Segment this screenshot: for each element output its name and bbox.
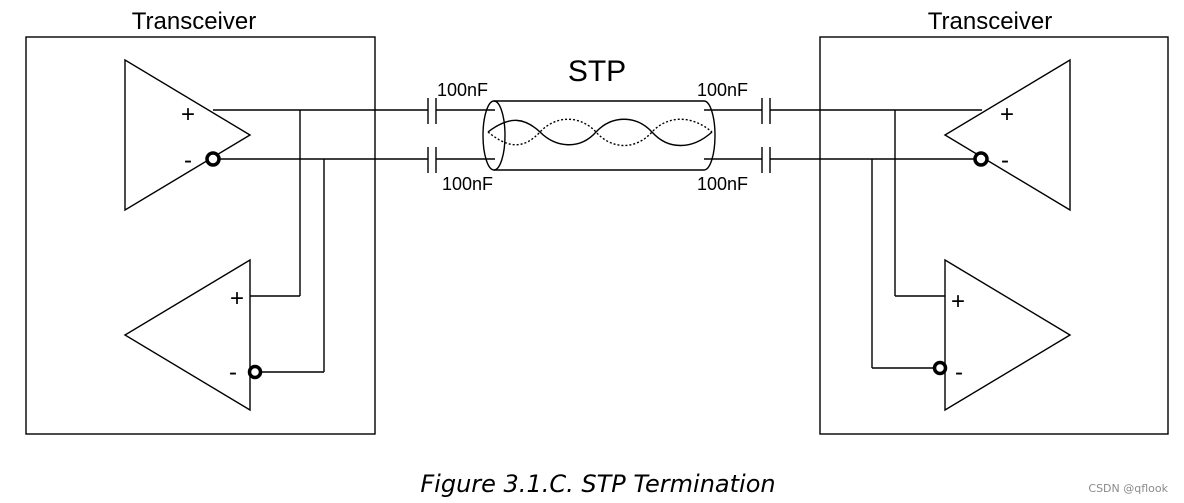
- right-receiver-inversion-bubble: [932, 360, 948, 376]
- stp-shield-left-end: [482, 100, 506, 171]
- right-top-capacitor-label: 100nF: [697, 80, 748, 100]
- left-transceiver-title: Transceiver: [132, 8, 256, 35]
- stp-conductor-dotted: [487, 118, 713, 147]
- left-receiver-triangle: [123, 258, 251, 412]
- right-bottom-capacitor-label: 100nF: [697, 174, 748, 194]
- left-driver-inversion-bubble: [205, 151, 221, 167]
- left-top-capacitor-label: 100nF: [437, 80, 488, 100]
- right-transceiver-title: Transceiver: [928, 8, 1052, 35]
- right-receiver-minus-sign: -: [955, 359, 963, 386]
- stp-shield-right-end: [703, 100, 716, 171]
- left-transceiver: Transceiver + - + -: [25, 8, 428, 435]
- figure-caption: Figure 3.1.C. STP Termination: [420, 470, 775, 498]
- left-receiver-plus-sign: +: [230, 285, 244, 312]
- right-transceiver-box: [819, 36, 1169, 435]
- left-transceiver-box: [25, 36, 376, 435]
- left-receiver-minus-sign: -: [229, 359, 237, 386]
- left-driver-plus-sign: +: [181, 101, 195, 128]
- watermark: CSDN @qflook: [1088, 482, 1168, 495]
- right-driver-plus-sign: +: [1000, 101, 1014, 128]
- left-driver-minus-sign: -: [184, 147, 192, 174]
- right-capacitors: 100nF 100nF: [697, 80, 771, 194]
- right-receiver-triangle: [944, 258, 1072, 412]
- stp-conductor-solid: [487, 118, 713, 147]
- left-receiver-inversion-bubble: [247, 364, 263, 380]
- left-driver-triangle: [124, 58, 252, 212]
- left-capacitors: 100nF 100nF: [427, 80, 495, 194]
- right-transceiver: Transceiver + - + -: [770, 8, 1169, 435]
- right-driver-inversion-bubble: [973, 151, 989, 167]
- left-bottom-capacitor-label: 100nF: [442, 174, 493, 194]
- stp-cable: STP: [482, 55, 716, 171]
- right-driver-minus-sign: -: [1001, 147, 1009, 174]
- stp-cable-label: STP: [568, 55, 626, 88]
- right-driver-triangle: [943, 58, 1071, 212]
- stp-shield-outline: [494, 100, 704, 171]
- right-receiver-plus-sign: +: [951, 288, 965, 315]
